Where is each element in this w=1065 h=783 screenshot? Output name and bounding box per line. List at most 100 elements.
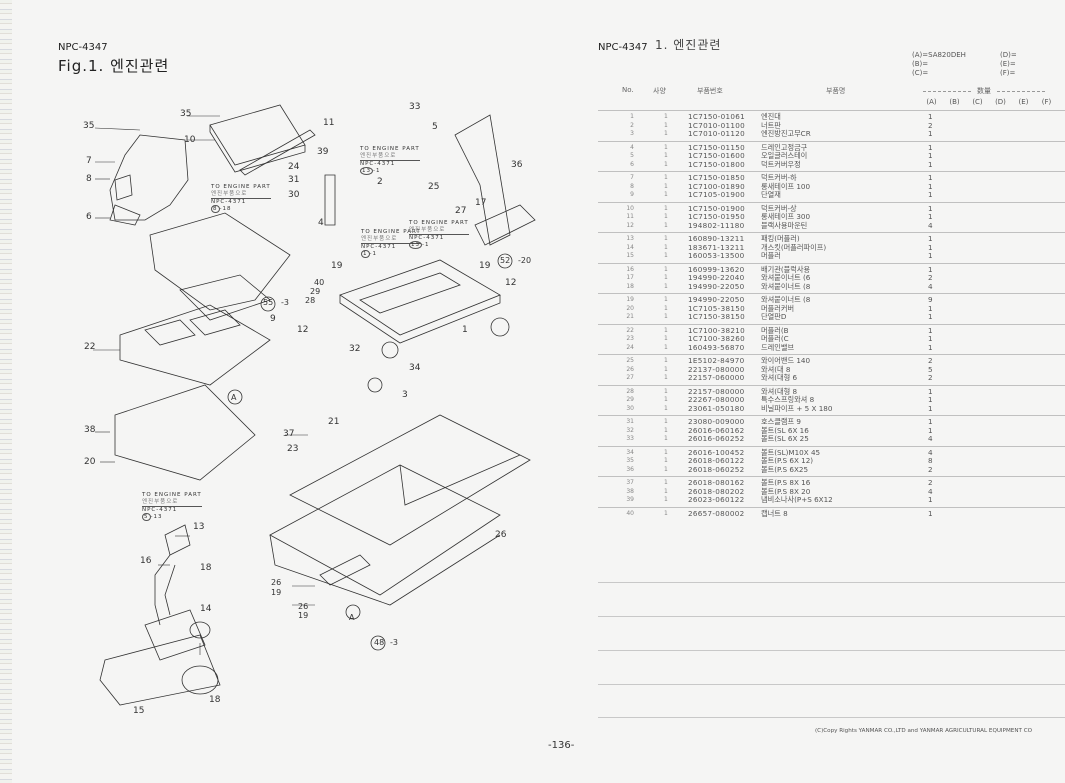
quantity-a: 1: [928, 173, 933, 182]
part-name: 단열판D: [761, 312, 787, 321]
part-name: 볼트(P.S 6X25: [761, 464, 809, 474]
ref-number: 35: [626, 457, 634, 464]
spec: 1: [664, 282, 668, 290]
spec: 1: [664, 387, 668, 395]
engine-part-reference: TO ENGINE PART 엔진부품으로 NPC-4371 5-13: [142, 492, 202, 521]
engine-part-reference: TO ENGINE PART 엔진부품으로 NPC-4371 13-1: [409, 220, 469, 249]
spec: 1: [664, 448, 668, 456]
callout-35: 35: [83, 121, 95, 131]
part-name: 드레인고정금구: [761, 142, 808, 152]
group-separator: [598, 415, 1065, 416]
ref-number: 34: [626, 448, 634, 456]
quantity-a: 2: [928, 464, 933, 474]
callout-10: 10: [184, 135, 196, 145]
ref-number: 31: [626, 418, 634, 425]
part-number: 26023-060122: [688, 495, 745, 504]
quantity-a: 1: [928, 334, 933, 343]
callout-25: 25: [428, 182, 440, 192]
callout-19: 19: [298, 611, 309, 620]
ref-number: 29: [626, 396, 634, 403]
part-name: 와셔(대형 6: [761, 373, 798, 382]
ref-number: 32: [626, 426, 634, 434]
header-spec: 사양: [653, 87, 666, 95]
header-part-no: 부품번호: [697, 87, 723, 95]
quantity-a: 1: [928, 190, 933, 199]
group-separator: [598, 476, 1065, 477]
ref-number: 40: [626, 509, 634, 517]
ref-number: 14: [626, 243, 634, 251]
quantity-a: 1: [928, 312, 933, 321]
group-separator: [598, 506, 1065, 508]
ref-number: 13: [626, 235, 634, 242]
ref-a: A: [231, 393, 237, 402]
callout-36: 36: [511, 160, 523, 170]
quantity-a: 1: [928, 508, 933, 518]
part-name: 호스클램프 9: [761, 417, 801, 426]
callout-29: 29: [310, 287, 321, 296]
engine-part-reference: TO ENGINE PART 엔진부품으로 NPC-4371 13-1: [360, 146, 420, 175]
part-number: 160053-13500: [688, 251, 745, 260]
quantity-a: 2: [928, 120, 933, 130]
part-name: 볼트(SL 6X 16: [761, 425, 809, 435]
quantity-a: 1: [928, 325, 933, 335]
ref-number: 30: [626, 404, 634, 412]
part-name: 특수스프링와셔 8: [761, 395, 815, 404]
part-name: 냄비소나사(P+S 6X12: [761, 495, 833, 504]
ref-number: 25: [626, 357, 634, 364]
part-name: 볼트(P.S 6X 12): [761, 456, 814, 465]
part-name: 개스킷(머플러파이프): [761, 242, 827, 252]
blank-row-line: [598, 717, 1065, 718]
part-name: 와셔(대형 8: [761, 386, 798, 396]
callout-7: 7: [86, 156, 92, 166]
quantity-a: 2: [928, 356, 933, 365]
ref-number: 19: [626, 296, 634, 303]
blank-row-line: [598, 582, 1065, 583]
ref-number: 20: [626, 304, 634, 312]
ref-number: 17: [626, 274, 634, 281]
qty-columns: (A)(B)(C)(D)(E)(F): [926, 98, 1052, 106]
part-number: 22137-080000: [688, 364, 745, 374]
spec: 1: [664, 435, 668, 442]
quantity-a: 5: [928, 364, 933, 374]
callout-28: 28: [305, 296, 316, 305]
rubber-mount: [490, 317, 510, 337]
callout-26: 26: [495, 530, 507, 540]
callout-19: 19: [479, 261, 491, 271]
spec: 1: [664, 365, 668, 373]
callout-40: 40: [314, 278, 325, 287]
spec: 1: [664, 496, 668, 503]
ref-circle-55: [260, 296, 276, 312]
ref-number: 3: [630, 130, 634, 137]
spec: 1: [664, 235, 668, 242]
ref-number: 10: [626, 204, 634, 212]
ref-circle-a: [345, 604, 361, 620]
ref-number: 23: [626, 335, 634, 342]
quantity-a: 1: [928, 203, 933, 213]
spec: 1: [664, 113, 668, 120]
ref-number: 22: [626, 326, 634, 334]
callout-17: 17: [475, 198, 487, 208]
part-number: 26657-080002: [688, 508, 745, 518]
scan-binding-edge: [0, 0, 12, 783]
engine-mount-plate: [339, 259, 501, 344]
header-no: No.: [622, 86, 634, 94]
part-name: 엔진방진고무CR: [761, 129, 811, 138]
callout-34: 34: [409, 363, 421, 373]
callout-37: 37: [283, 429, 295, 439]
callout-32: 32: [349, 344, 361, 354]
spec: 1: [664, 404, 668, 412]
part-name: 비닐파이프 + 5 X 180: [761, 403, 833, 413]
part-name: 볼트(P.S 8X 20: [761, 486, 811, 496]
